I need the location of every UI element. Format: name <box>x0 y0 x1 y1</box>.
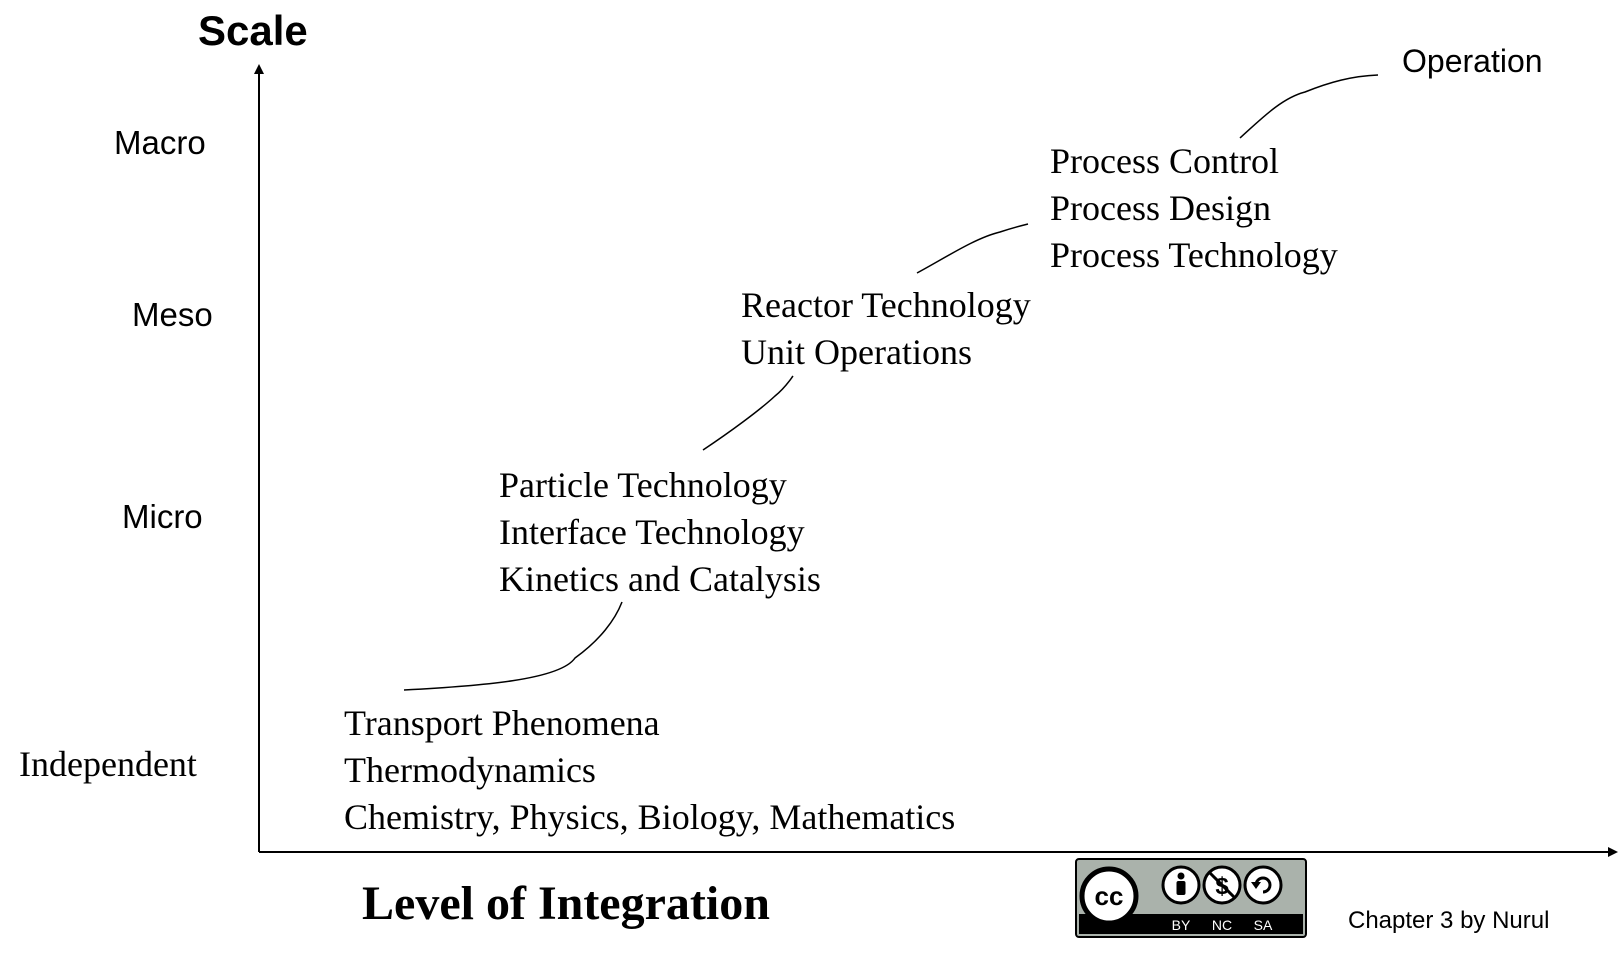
scale-label-independent: Independent <box>19 744 197 784</box>
topic-group-micro: Particle Technology Interface Technology… <box>499 462 821 603</box>
license-condition-by: BY <box>1172 917 1191 933</box>
topic-group-meso: Reactor Technology Unit Operations <box>741 282 1031 376</box>
topic-item: Process Technology <box>1050 235 1338 275</box>
topic-item: Thermodynamics <box>344 750 596 790</box>
attribution-credit: Chapter 3 by Nurul <box>1348 907 1550 934</box>
topic-item: Process Design <box>1050 188 1271 228</box>
license-condition-nc: NC <box>1212 917 1232 933</box>
topic-item: Transport Phenomena <box>344 703 660 743</box>
topic-item: Chemistry, Physics, Biology, Mathematics <box>344 797 956 837</box>
topic-item: Reactor Technology <box>741 285 1031 325</box>
license-condition-sa: SA <box>1254 917 1273 933</box>
connector-curve-1 <box>403 601 623 691</box>
connector-curve-4 <box>1239 74 1379 139</box>
x-axis-title: Level of Integration <box>362 877 770 930</box>
topic-item: Kinetics and Catalysis <box>499 559 821 599</box>
svg-text:cc: cc <box>1095 881 1124 911</box>
cc-logo-icon: cc <box>1079 866 1139 926</box>
operation-label: Operation <box>1402 43 1543 79</box>
connector-curve-3 <box>916 223 1029 274</box>
topic-item: Process Control <box>1050 141 1279 181</box>
scale-label-micro: Micro <box>122 498 203 535</box>
scale-label-meso: Meso <box>132 296 213 333</box>
topic-group-independent: Transport Phenomena Thermodynamics Chemi… <box>344 700 955 841</box>
topic-group-macro: Process Control Process Design Process T… <box>1050 138 1338 279</box>
topic-item: Interface Technology <box>499 512 805 552</box>
creative-commons-license-badge[interactable]: cc $ BY NC SA <box>1075 858 1307 938</box>
topic-item: Unit Operations <box>741 332 972 372</box>
scale-label-macro: Macro <box>114 124 206 161</box>
y-axis-title: Scale <box>198 7 308 54</box>
topic-item: Particle Technology <box>499 465 787 505</box>
attribution-icon <box>1161 865 1201 905</box>
noncommercial-icon: $ <box>1202 865 1242 905</box>
sharealike-icon <box>1243 865 1283 905</box>
connector-curve-2 <box>702 375 794 451</box>
